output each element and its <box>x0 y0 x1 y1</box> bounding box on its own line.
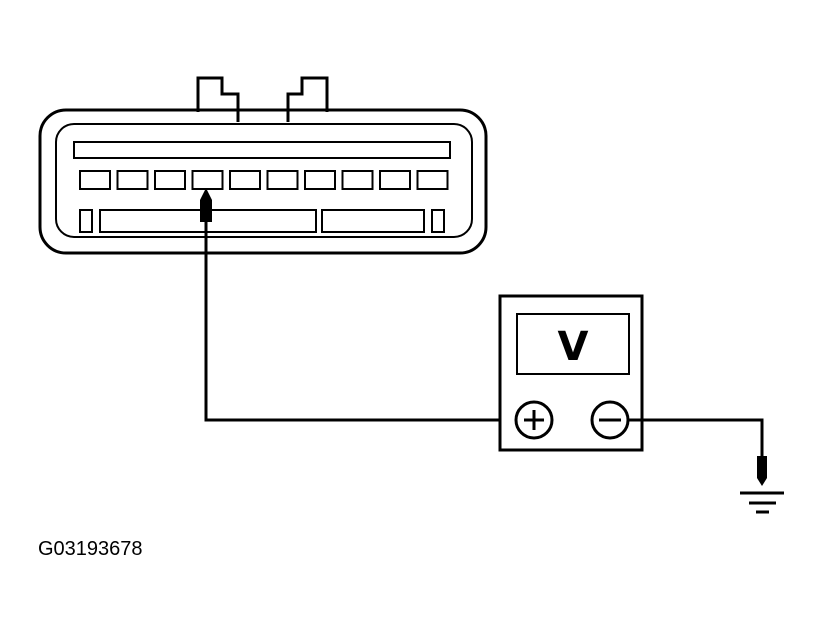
voltmeter: V <box>498 294 644 452</box>
connector <box>38 76 488 255</box>
connector-pin <box>116 170 149 190</box>
connector-latch-left <box>196 76 240 122</box>
connector-housing-outer <box>38 108 488 255</box>
connector-latch-right <box>286 76 329 122</box>
voltmeter-display <box>516 313 630 375</box>
positive-wire <box>204 222 516 422</box>
voltmeter-label: V <box>558 324 589 370</box>
ground-clip <box>757 456 767 486</box>
ground-icon <box>740 491 784 514</box>
connector-pin <box>79 170 111 190</box>
reference-code: G03193678 <box>38 538 143 560</box>
positive-lead <box>200 188 516 422</box>
connector-pins <box>79 170 449 190</box>
probe-tip <box>200 188 212 222</box>
connector-key-left <box>79 209 93 233</box>
negative-terminal <box>590 400 630 440</box>
connector-pin <box>416 170 449 190</box>
connector-housing-inner <box>55 123 473 238</box>
connector-top-bar <box>73 141 451 159</box>
connector-pin <box>229 170 261 190</box>
connector-pin <box>266 170 299 190</box>
connector-key-long-right <box>321 209 425 233</box>
negative-wire <box>628 418 764 456</box>
connector-pin <box>379 170 411 190</box>
connector-pin-probed <box>191 170 224 190</box>
negative-lead <box>628 418 767 486</box>
positive-terminal <box>514 400 554 440</box>
connector-pin <box>304 170 336 190</box>
connector-pin <box>154 170 186 190</box>
connector-pin <box>341 170 374 190</box>
connector-key-right <box>431 209 445 233</box>
